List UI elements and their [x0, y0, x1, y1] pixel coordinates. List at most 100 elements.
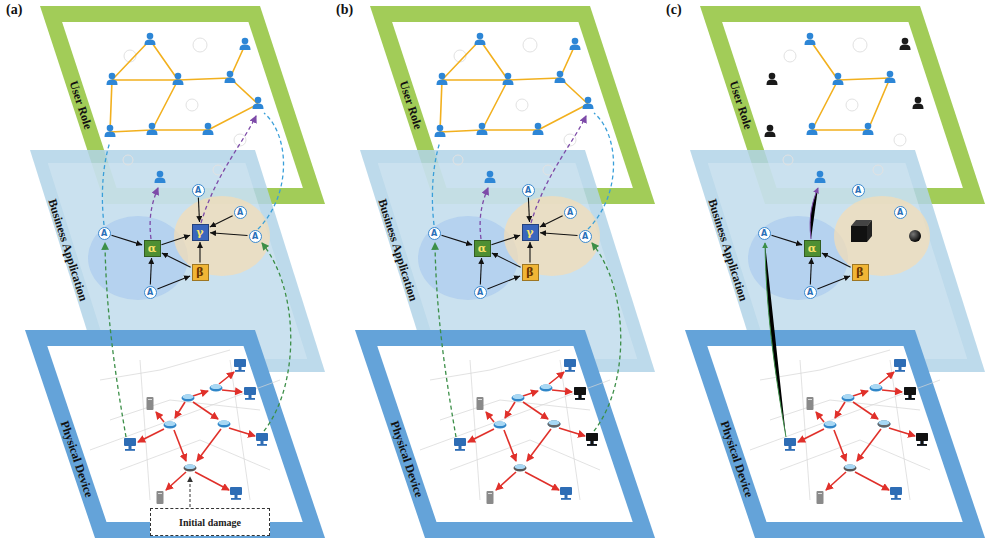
panel-c-illustration	[765, 243, 786, 437]
user-network	[885, 71, 896, 83]
dependency-arrow	[161, 235, 190, 245]
panel-a-illustration	[105, 33, 264, 183]
user-network	[815, 171, 826, 183]
dependency-arrow	[198, 197, 199, 222]
dependency-arrow	[487, 276, 520, 289]
application-circle: A	[579, 230, 592, 243]
failed-application	[909, 230, 921, 242]
panel-c-illustration	[748, 33, 940, 504]
application-circle: A	[192, 184, 205, 197]
node-symbol: A	[761, 229, 767, 238]
application-square: β	[852, 264, 869, 281]
application-circle: A	[894, 206, 907, 219]
panel-b-illustration	[418, 33, 621, 504]
panel-a-illustration	[102, 113, 290, 437]
dependency-arrow	[199, 242, 200, 263]
layer-plane	[707, 346, 962, 522]
panel-b-illustration	[548, 387, 599, 446]
panel-label: (c)	[666, 3, 682, 17]
damage-leader	[190, 477, 191, 507]
user-network	[863, 123, 874, 135]
physical-device-layer: Physical Device	[685, 330, 985, 538]
panel-c-illustration	[810, 188, 818, 239]
dependency-arrow	[111, 235, 142, 245]
layer-frame	[685, 330, 985, 538]
dependency-arrow	[480, 258, 481, 285]
node-symbol: A	[431, 229, 437, 238]
layer-plane	[377, 346, 632, 522]
dependency-arrow	[817, 276, 850, 289]
user-network	[765, 125, 776, 137]
panel-c-illustration	[878, 387, 929, 446]
node-symbol: β	[526, 266, 533, 279]
dependency-arrow	[150, 258, 151, 285]
panel-a-illustration	[90, 350, 280, 504]
application-square: α	[474, 240, 491, 257]
application-circle: A	[758, 227, 771, 240]
panel-label: (b)	[336, 3, 353, 17]
dependency-arrow	[771, 235, 802, 245]
failed-application	[851, 220, 921, 242]
panel-label: (a)	[6, 3, 22, 17]
panel-a-illustration	[88, 33, 291, 507]
dependency-arrow	[810, 258, 811, 285]
panel-b-illustration	[418, 196, 600, 300]
node-symbol: A	[855, 186, 861, 195]
application-square: γ	[192, 224, 209, 241]
dependency-arrow	[540, 216, 563, 227]
panel-a-illustration	[88, 196, 270, 300]
user-network	[913, 97, 924, 109]
application-circle: A	[144, 286, 157, 299]
application-circle: A	[98, 227, 111, 240]
node-symbol: β	[856, 266, 863, 279]
dependency-arrow	[157, 276, 190, 289]
panel-c-illustration	[750, 350, 940, 504]
physical-device-layer: Physical Device	[355, 330, 655, 538]
node-symbol: A	[101, 229, 107, 238]
user-network	[833, 73, 844, 85]
application-circle: A	[852, 184, 865, 197]
panel-c-illustration	[748, 196, 930, 300]
user-network	[783, 38, 906, 175]
node-symbol: A	[477, 288, 483, 297]
node-symbol: A	[147, 288, 153, 297]
user-network	[900, 38, 911, 50]
application-circle: A	[522, 184, 535, 197]
physical-device-layer: Physical Device	[25, 330, 325, 538]
panel-b-illustration	[435, 33, 594, 183]
dependency-arrow	[529, 242, 530, 263]
dependency-arrow	[441, 235, 472, 245]
dependency-arrow	[540, 233, 578, 236]
user-network	[805, 33, 816, 45]
application-square: α	[804, 240, 821, 257]
node-symbol: A	[195, 186, 201, 195]
application-square: γ	[522, 224, 539, 241]
dependency-arrow	[210, 233, 248, 236]
failed-application	[867, 220, 872, 242]
node-symbol: A	[567, 208, 573, 217]
dependency-arrow	[822, 253, 851, 267]
application-circle: A	[804, 286, 817, 299]
dependency-arrow	[210, 216, 233, 227]
application-circle: A	[564, 206, 577, 219]
connector-layer	[111, 197, 850, 289]
node-symbol: A	[807, 288, 813, 297]
user-network	[807, 123, 818, 135]
user-network	[810, 40, 890, 130]
application-circle: A	[474, 286, 487, 299]
node-symbol: A	[897, 208, 903, 217]
dependency-arrow	[162, 253, 191, 267]
user-network	[767, 73, 778, 85]
panel-b-illustration	[432, 113, 620, 437]
failed-application	[851, 220, 872, 226]
callout-box: Initial damage	[150, 508, 270, 536]
application-square: β	[192, 264, 209, 281]
layer-plane	[47, 346, 302, 522]
node-symbol: γ	[526, 226, 533, 239]
node-symbol: A	[237, 208, 243, 217]
node-symbol: A	[252, 232, 258, 241]
dependency-arrow	[492, 253, 521, 267]
dependency-arrow	[491, 235, 520, 245]
